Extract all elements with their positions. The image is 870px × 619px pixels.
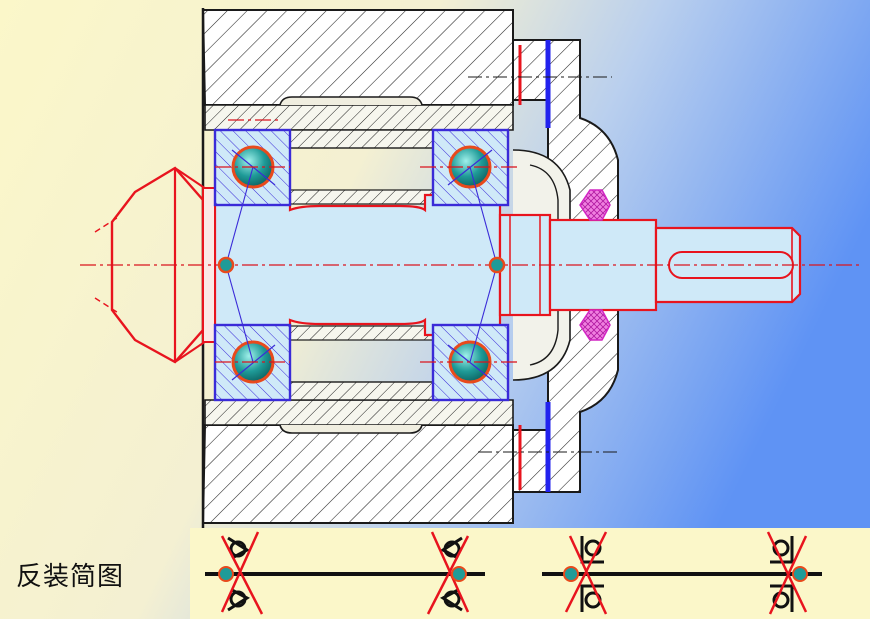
- pressure-lines: [225, 166, 498, 363]
- face-to-face-schematic: [542, 531, 822, 615]
- schematic-bearing: [766, 531, 808, 615]
- schematic-bearing: [220, 531, 264, 615]
- housing: [201, 8, 514, 528]
- bevel-gear: [94, 166, 216, 364]
- diagram-caption: 反装简图: [16, 562, 125, 592]
- load-center-left: [217, 256, 235, 274]
- schematic-bearing: [564, 531, 608, 615]
- bolt-centerlines: [468, 76, 620, 453]
- load-center-right: [488, 256, 506, 274]
- oil-seal: [579, 189, 611, 341]
- centerlines: [80, 119, 862, 363]
- back-to-back-schematic: [205, 531, 485, 615]
- schematic-bearing: [426, 531, 470, 615]
